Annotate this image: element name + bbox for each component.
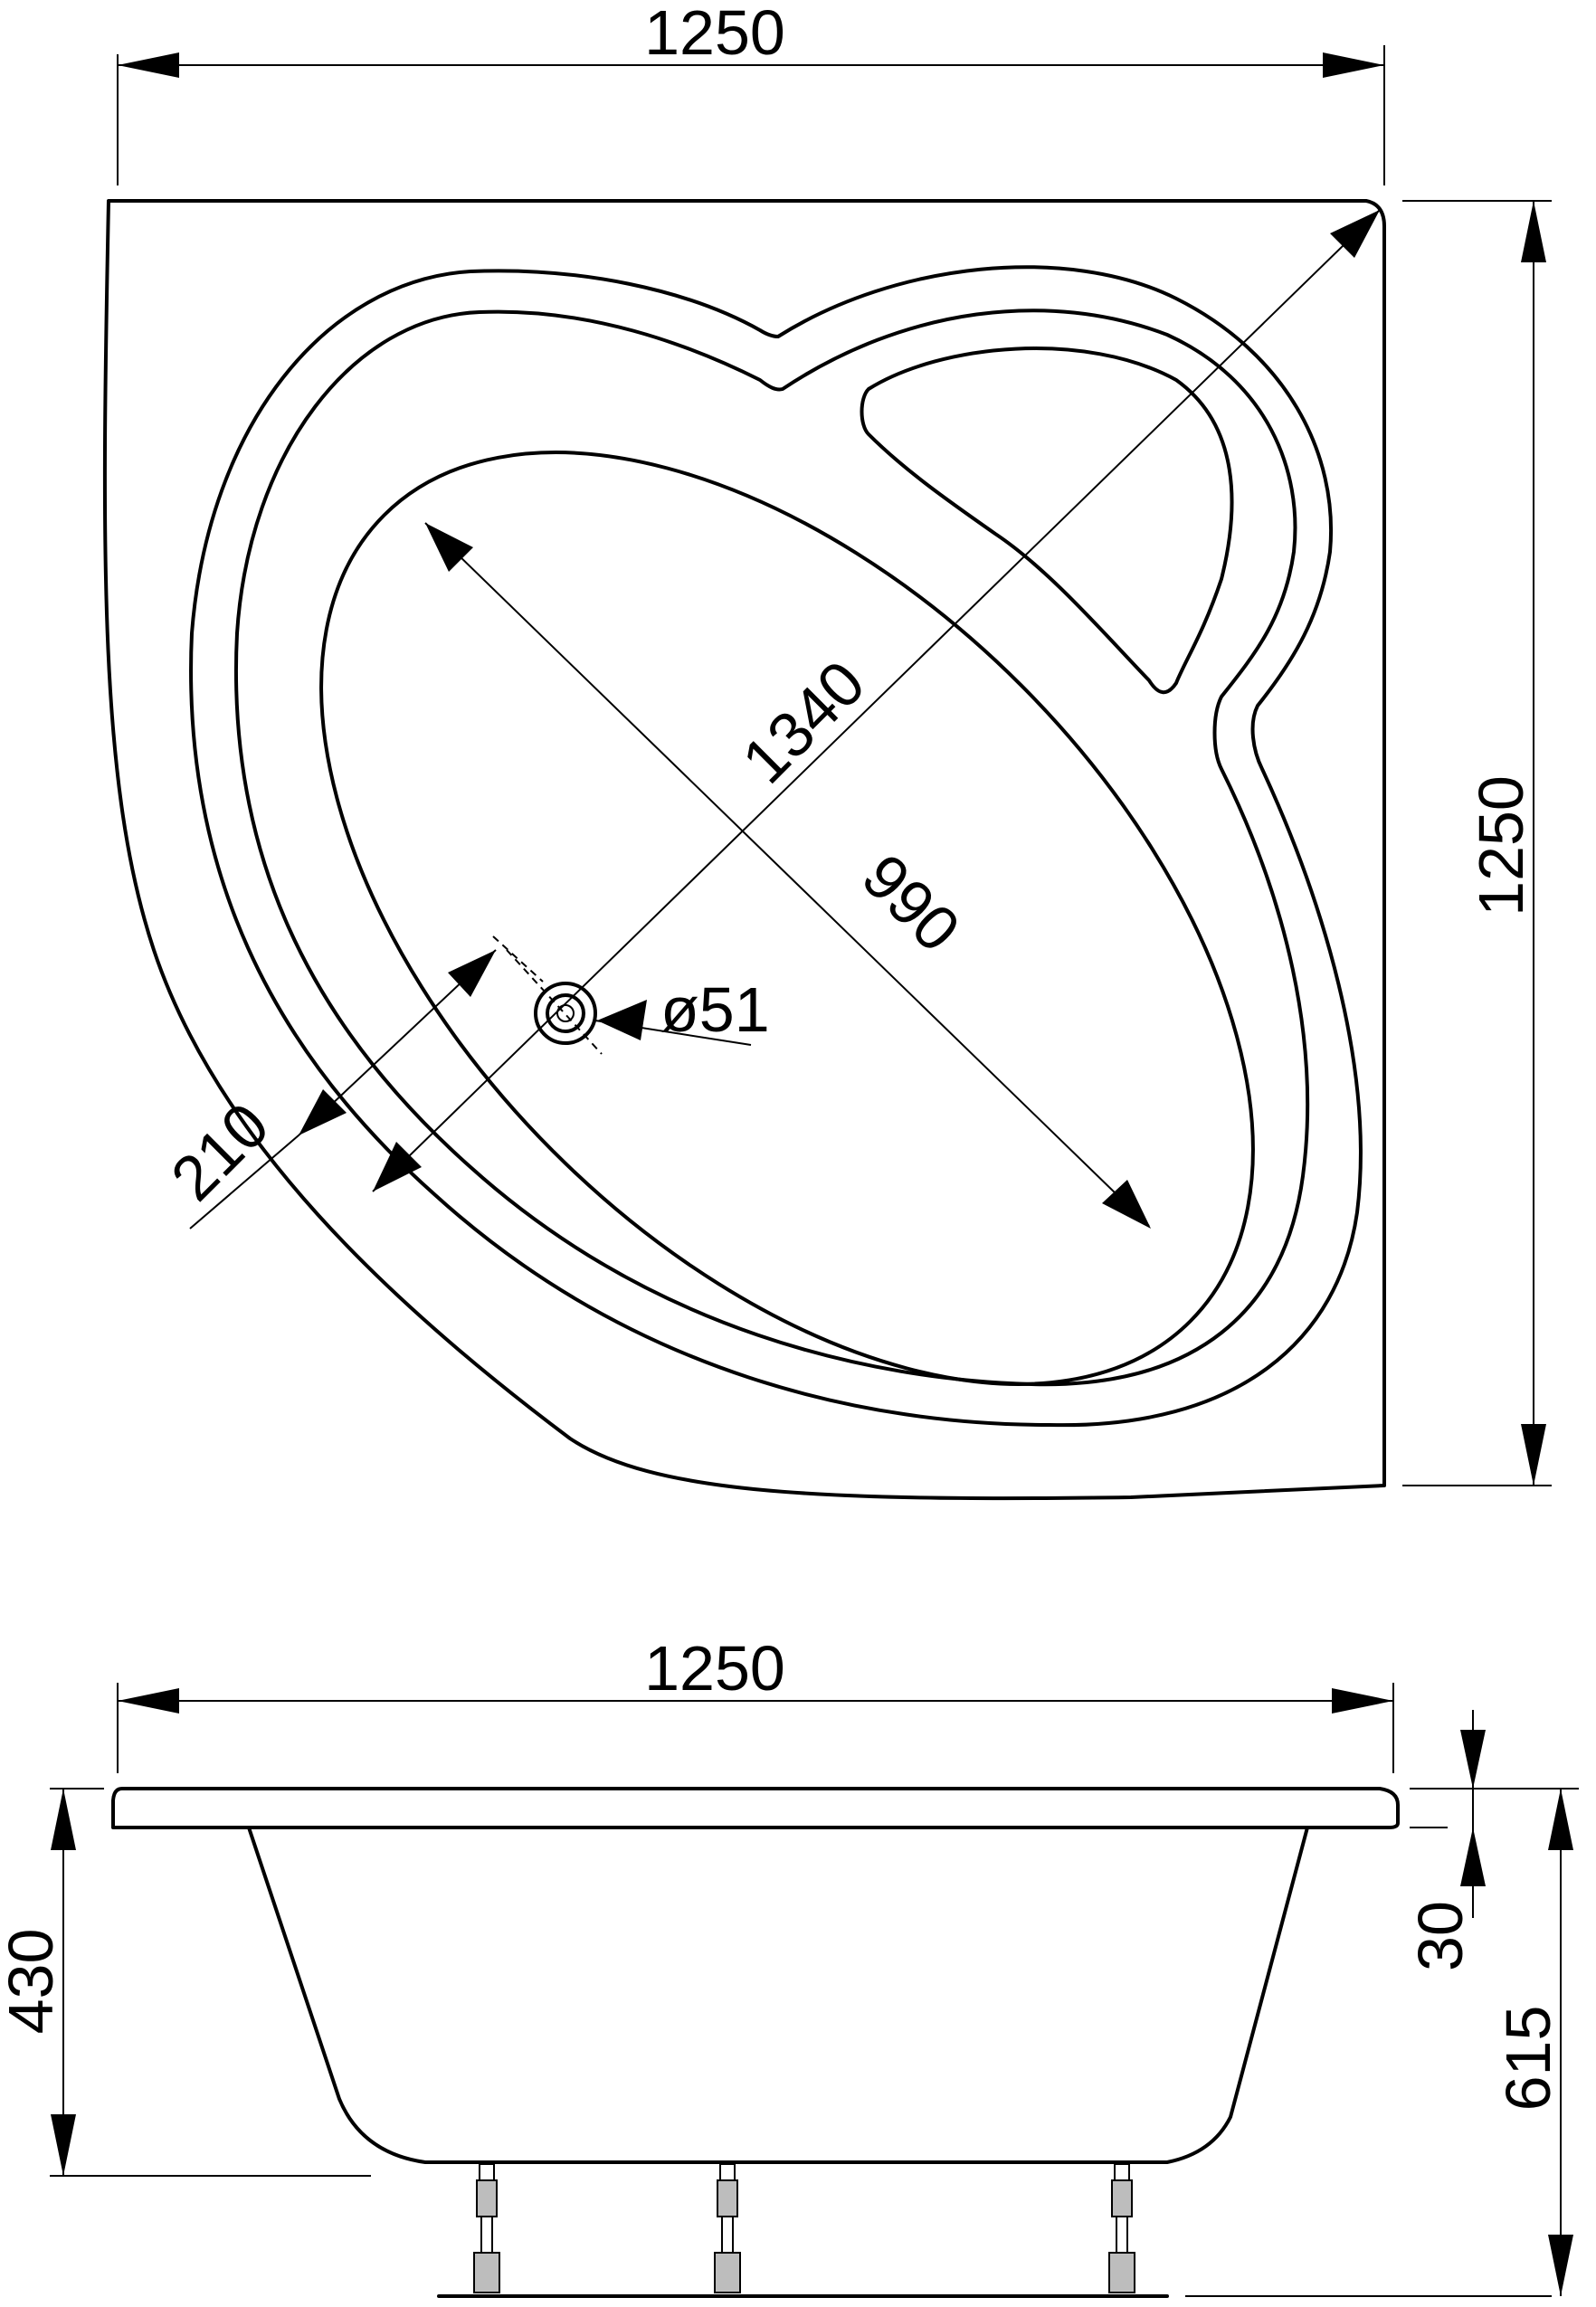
side-width-arrow-right	[1332, 1688, 1393, 1714]
top-width-arrow-left	[118, 52, 179, 78]
side-width-label: 1250	[644, 1633, 785, 1704]
top-view: 1340 990 210 ø51 1250	[102, 0, 1552, 1501]
offset-marker-dash	[492, 935, 544, 983]
inner-arrow-bottom	[1102, 1180, 1151, 1229]
inner-dim-line	[424, 522, 1150, 1227]
drain	[506, 949, 752, 1055]
support-leg-middle	[714, 2163, 741, 2293]
support-leg-left	[473, 2163, 500, 2293]
rim-label: 30	[1405, 1901, 1476, 1971]
depth-arrow-top	[51, 1789, 76, 1850]
total-height-label: 615	[1493, 2006, 1563, 2112]
depth-arrow-bottom	[51, 2114, 76, 2176]
rim-outer-edge	[189, 265, 1363, 1428]
side-body	[247, 1826, 1309, 2164]
tub-outer-outline	[102, 199, 1386, 1501]
total-height-arrow-top	[1548, 1789, 1573, 1850]
right-height-arrow-bottom	[1521, 1424, 1546, 1486]
drain-label: ø51	[660, 974, 770, 1045]
diagonal-dim-line	[372, 209, 1381, 1192]
rim-inner-edge	[234, 309, 1310, 1387]
rim-arrow-up	[1460, 1828, 1486, 1886]
offset-ext-line	[189, 1135, 299, 1229]
right-height-label: 1250	[1466, 775, 1536, 916]
inner-arrow-top	[425, 523, 473, 572]
side-width-arrow-left	[118, 1688, 179, 1714]
basin-bottom	[319, 451, 1255, 1386]
rim-arrow-down	[1460, 1730, 1486, 1789]
headrest-recess	[860, 347, 1234, 695]
offset-arrow-top	[448, 950, 496, 997]
inner-label: 990	[849, 840, 974, 965]
side-rim	[111, 1787, 1400, 1829]
diagonal-label: 1340	[728, 647, 878, 796]
right-height-arrow-top	[1521, 201, 1546, 262]
offset-label: 210	[157, 1089, 282, 1214]
total-height-arrow-bottom	[1548, 2235, 1573, 2296]
offset-arrow-bottom	[299, 1089, 347, 1135]
top-width-label: 1250	[644, 0, 785, 68]
depth-label: 430	[0, 1929, 66, 2035]
diagonal-arrow-bottom	[373, 1142, 422, 1191]
diagonal-arrow-top	[1330, 210, 1380, 258]
support-leg-right	[1108, 2163, 1135, 2293]
side-view: 1250 430 30 615	[0, 1633, 1579, 2298]
top-width-arrow-right	[1323, 52, 1384, 78]
